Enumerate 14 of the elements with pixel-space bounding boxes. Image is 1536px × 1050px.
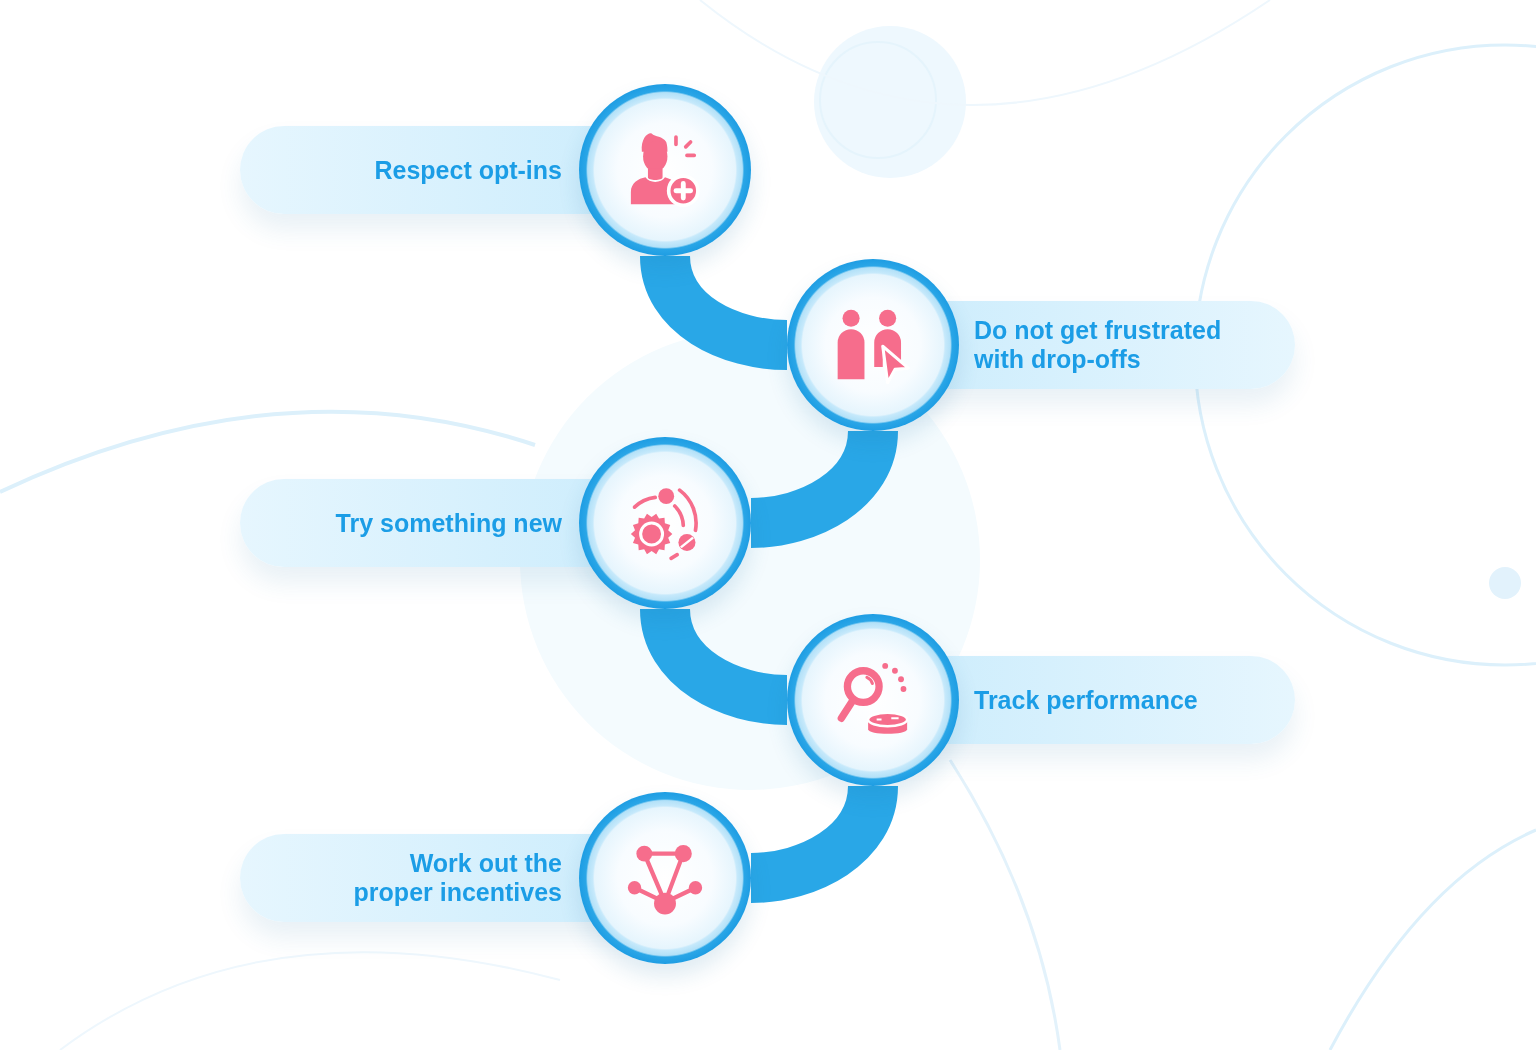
step-pill <box>240 437 751 609</box>
step-label: Do not get frustrated with drop-offs <box>974 316 1223 374</box>
step-pill <box>787 259 1295 431</box>
step-label: Work out the proper incentives <box>352 849 562 907</box>
step-label: Respect opt-ins <box>374 155 562 185</box>
connector-band <box>640 606 789 725</box>
step-pill <box>240 792 751 964</box>
step-label: Track performance <box>974 685 1198 715</box>
connector-band <box>640 253 789 370</box>
connector-band <box>749 428 898 548</box>
connector-band <box>749 783 898 903</box>
step-pill <box>240 84 751 256</box>
step-pill <box>787 614 1295 786</box>
step-label: Try something new <box>335 508 562 538</box>
